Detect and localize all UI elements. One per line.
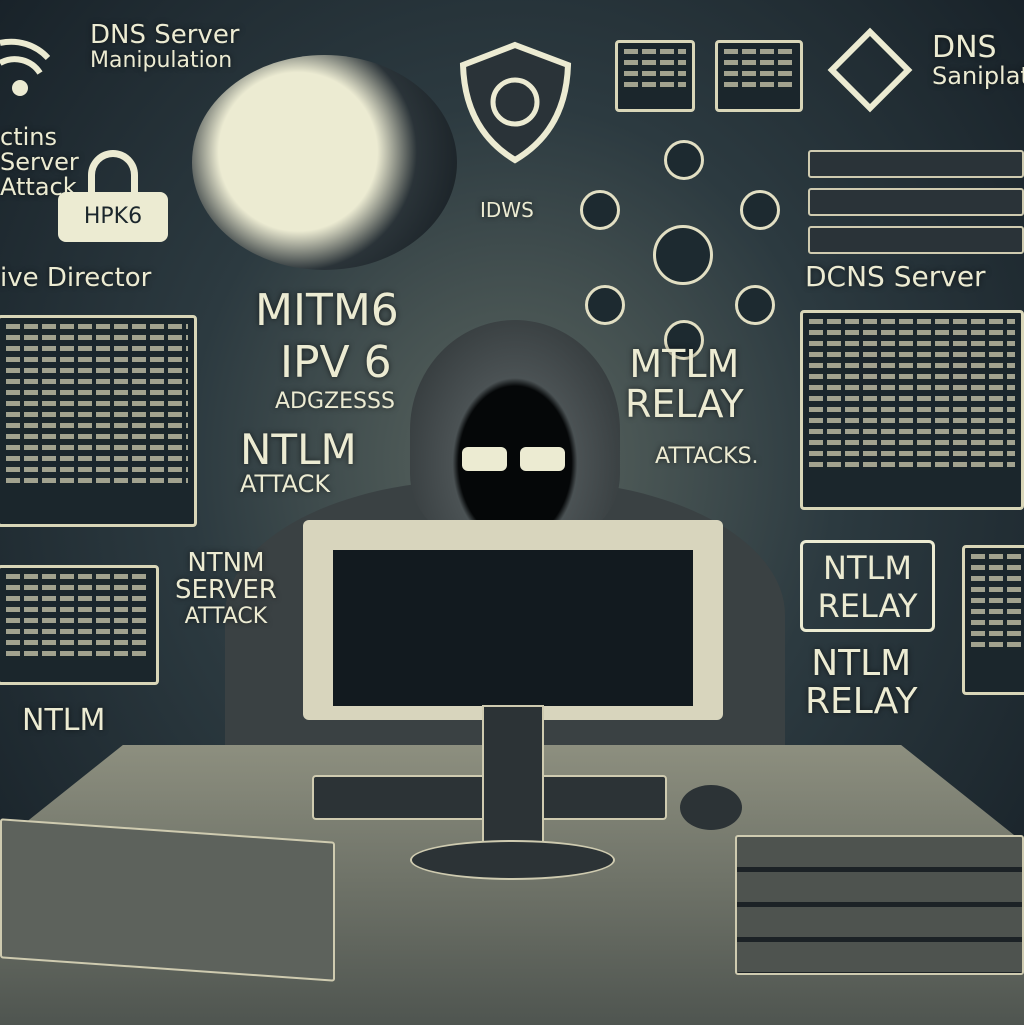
dcns-server-label: DCNS Server bbox=[805, 260, 986, 293]
server-rack bbox=[808, 150, 1024, 178]
window-panel bbox=[715, 40, 803, 112]
attacks-label: ATTACKS. bbox=[655, 444, 759, 469]
hacker-hood bbox=[410, 320, 620, 540]
idws-label: IDWS bbox=[480, 198, 534, 222]
network-switch bbox=[0, 818, 335, 982]
glasses-icon bbox=[462, 447, 507, 471]
mitm6-label: MITM6 bbox=[255, 285, 399, 336]
active-director-label: ive Director bbox=[0, 263, 152, 293]
mouse[interactable] bbox=[680, 785, 742, 830]
code-panel bbox=[962, 545, 1024, 695]
network-node bbox=[735, 285, 775, 325]
monitor-base bbox=[410, 840, 615, 880]
globe-illustration bbox=[192, 55, 457, 270]
hpk6-lock-badge: HPK6 bbox=[58, 192, 168, 242]
wifi-icon bbox=[0, 38, 50, 96]
glasses-lens bbox=[520, 447, 565, 471]
network-node bbox=[585, 285, 625, 325]
addresses-label: ADGZESSS bbox=[275, 389, 395, 414]
ntlm-label: NTLM bbox=[22, 703, 106, 738]
dns-logo-icon bbox=[827, 27, 913, 113]
lock-shackle-icon bbox=[88, 150, 138, 195]
server-rack bbox=[808, 226, 1024, 254]
server-rack-stack bbox=[735, 835, 1024, 975]
code-panel bbox=[0, 565, 159, 685]
network-node bbox=[664, 140, 704, 180]
shield-icon bbox=[459, 41, 572, 164]
network-node bbox=[580, 190, 620, 230]
window-panel bbox=[615, 40, 695, 112]
code-panel bbox=[0, 315, 197, 527]
ipv6-label: IPV 6 bbox=[280, 337, 392, 388]
monitor-screen bbox=[333, 550, 693, 706]
network-node bbox=[653, 225, 713, 285]
monitor bbox=[303, 520, 723, 720]
code-panel bbox=[800, 310, 1024, 510]
server-rack bbox=[808, 188, 1024, 216]
network-node bbox=[740, 190, 780, 230]
network-node bbox=[664, 320, 704, 360]
